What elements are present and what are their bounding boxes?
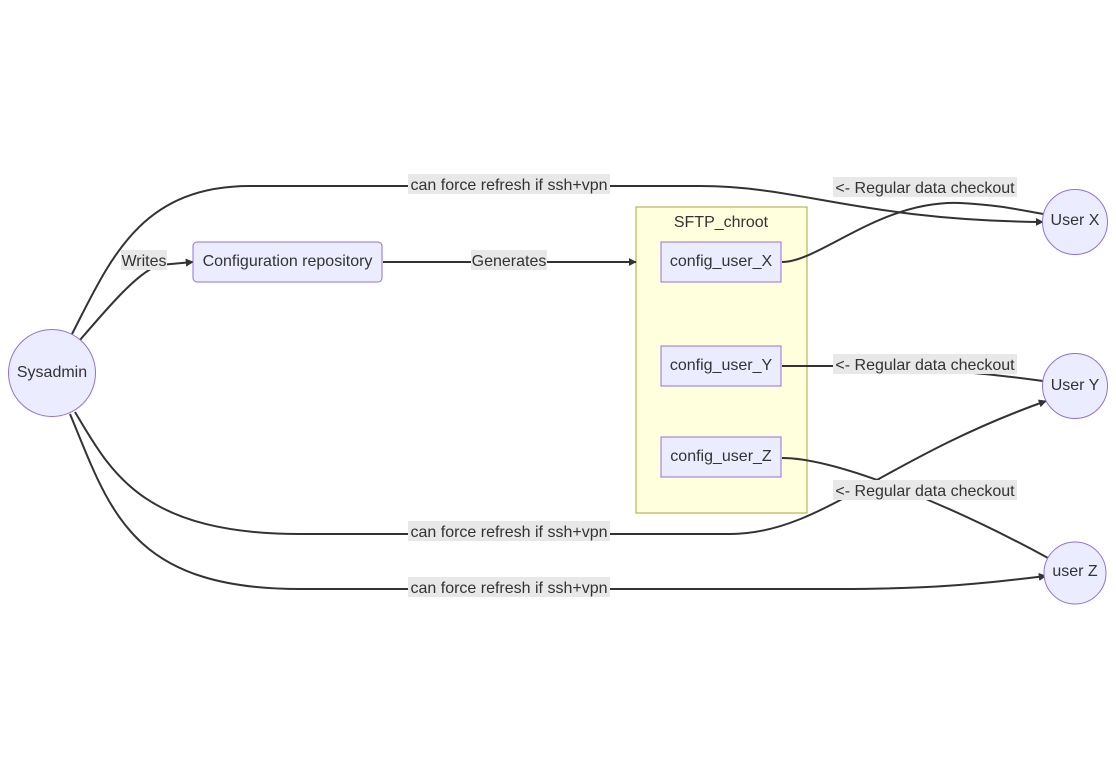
svg-text:<- Regular data checkout: <- Regular data checkout	[835, 180, 1015, 197]
node-config-user-x[interactable]: config_user_X	[660, 241, 782, 283]
svg-text:config_user_X: config_user_X	[670, 253, 773, 270]
edge-label-refresh-x: can force refresh if ssh+vpn	[408, 174, 610, 194]
svg-text:can force refresh if ssh+vpn: can force refresh if ssh+vpn	[411, 524, 608, 541]
svg-text:user Z: user Z	[1052, 563, 1098, 580]
edge-refresh-z	[69, 413, 1047, 590]
node-user-x[interactable]: User X	[1042, 189, 1108, 255]
edge-checkout-z	[781, 457, 1049, 559]
edge-refresh-x	[71, 185, 1044, 335]
svg-text:can force refresh if ssh+vpn: can force refresh if ssh+vpn	[411, 580, 608, 597]
edge-label-refresh-z: can force refresh if ssh+vpn	[408, 577, 610, 597]
node-sysadmin[interactable]: Sysadmin	[8, 329, 96, 417]
edge-label-checkout-x: <- Regular data checkout	[833, 177, 1017, 197]
node-user-z[interactable]: user Z	[1043, 541, 1107, 605]
svg-text:Writes: Writes	[121, 253, 166, 270]
edge-label-generates: Generates	[471, 250, 547, 270]
svg-text:Generates: Generates	[472, 253, 547, 270]
edge-label-writes: Writes	[121, 250, 167, 270]
cluster-title: SFTP_chroot	[674, 214, 769, 231]
svg-text:config_user_Y: config_user_Y	[670, 357, 773, 374]
edge-label-refresh-y: can force refresh if ssh+vpn	[408, 521, 610, 541]
edge-refresh-y	[74, 399, 1047, 535]
node-config-user-z[interactable]: config_user_Z	[660, 436, 782, 478]
edge-label-checkout-y: <- Regular data checkout	[833, 354, 1017, 374]
svg-text:can force refresh if ssh+vpn: can force refresh if ssh+vpn	[411, 177, 608, 194]
svg-text:<- Regular data checkout: <- Regular data checkout	[835, 357, 1015, 374]
svg-text:User Y: User Y	[1051, 377, 1100, 394]
svg-text:Configuration repository: Configuration repository	[203, 253, 373, 270]
edge-writes	[79, 258, 194, 341]
node-user-y[interactable]: User Y	[1042, 353, 1108, 419]
node-config-user-y[interactable]: config_user_Y	[660, 345, 782, 387]
svg-text:<- Regular data checkout: <- Regular data checkout	[835, 483, 1015, 500]
svg-text:config_user_Z: config_user_Z	[670, 448, 772, 465]
edge-checkout-x	[781, 201, 1044, 263]
svg-text:Sysadmin: Sysadmin	[17, 364, 87, 381]
svg-text:User X: User X	[1051, 212, 1100, 229]
edge-label-checkout-z: <- Regular data checkout	[833, 480, 1017, 500]
node-configuration-repository[interactable]: Configuration repository	[192, 241, 383, 283]
